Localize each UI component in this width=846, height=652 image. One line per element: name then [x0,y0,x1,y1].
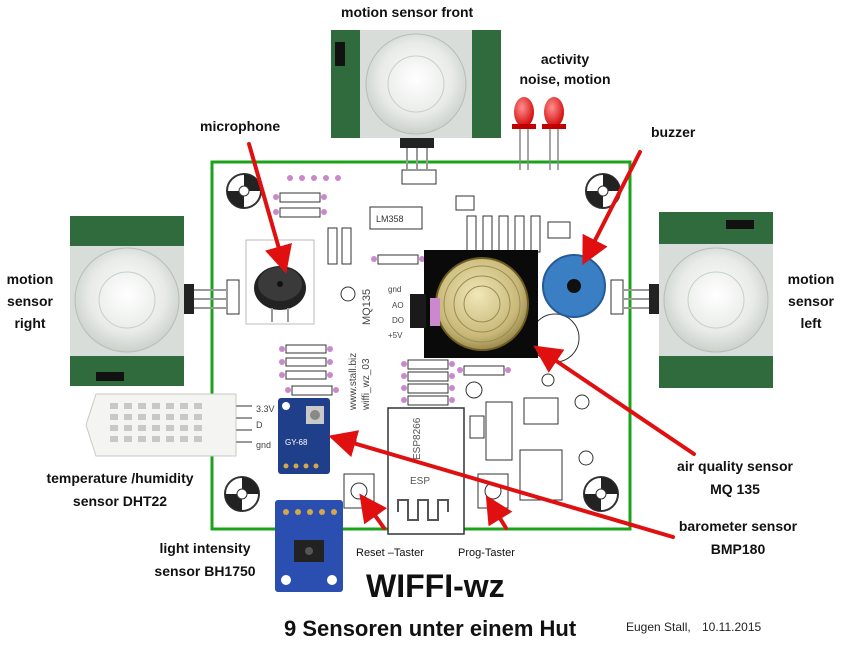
svg-text:3.3V: 3.3V [256,404,275,414]
label-motion-right-2: sensor [7,293,53,309]
label-motion-left-2: sensor [788,293,834,309]
label-light-1: light intensity [159,540,251,556]
arrow-microphone [247,142,292,274]
dht22-sensor [85,393,252,457]
dht-pin-labels: 3.3V D gnd [256,404,275,450]
label-motion-left-1: motion [787,271,835,287]
diode-group [455,195,485,439]
led-activity-1 [512,97,536,170]
led-activity-2 [542,97,566,170]
label-activity-1: activity [540,51,590,67]
bmp180-board [278,398,330,474]
header-j2 [401,169,437,185]
header-j1 [610,279,624,315]
esp-short-label: ESP [410,476,430,487]
capacitor-c1 [530,313,580,363]
label-activity-2: noise, motion [519,71,611,87]
pir-sensor-front [331,30,501,170]
label-motion-left-3: left [800,315,822,331]
mounting-hole [224,476,260,512]
label-temp-1: temperature /humidity [46,470,194,486]
transistor-t5 [547,221,571,239]
svg-text:gnd: gnd [388,285,401,294]
esp-antenna-trace [397,499,449,521]
ic-lm358 [369,206,423,230]
mq-pin-labels: gnd AO DO +5V [388,285,404,340]
capacitor-group [340,286,594,466]
label-motion-right-1: motion [6,271,54,287]
svg-text:AO: AO [392,301,404,310]
ic2-regulator [523,397,559,425]
pir-sensor-right [70,216,226,386]
label-prog: Prog-Taster [458,547,515,559]
buzzer-component [542,254,606,318]
label-buzzer: buzzer [651,124,696,140]
arrow-air-quality [533,345,696,456]
resistor-group [279,192,505,406]
arrow-reset [359,493,388,530]
svg-text:gnd: gnd [256,440,271,450]
label-baro-1: barometer sensor [678,518,798,534]
label-air-2: MQ 135 [710,481,760,497]
pir-sensor-left [623,212,773,388]
credit-date: 10.11.2015 [702,620,762,634]
annotation-arrows [247,142,696,539]
arrow-prog [485,495,513,530]
header-jp6 [485,401,513,461]
arrow-buzzer [582,150,642,266]
bh1750-board [275,500,343,592]
page-title: WIFFI-wz [366,568,505,604]
svg-text:DO: DO [392,316,404,325]
label-air-1: air quality sensor [677,458,793,474]
label-baro-2: BMP180 [710,541,766,557]
mounting-hole [583,476,619,512]
label-light-2: sensor BH1750 [154,563,256,579]
esp-label: ESP8266 [412,417,423,460]
website-text: www.stall.biz [348,353,359,411]
solder-pads [273,175,511,403]
label-motion-right-3: right [14,315,46,331]
label-temp-2: sensor DHT22 [72,493,168,509]
mounting-hole [226,173,262,209]
mq-silk-label: MQ135 [361,289,373,325]
svg-text:D: D [256,420,263,430]
page-subtitle: 9 Sensoren unter einem Hut [284,616,577,641]
board-name-text: wiffi_wz_03 [361,358,372,411]
switch-s1 [343,473,375,509]
credit-author: Eugen Stall, [626,620,691,634]
bmp-board-text: GY-68 [285,438,308,447]
label-reset: Reset –Taster [356,547,424,559]
mq135-module [410,250,538,358]
arrow-barometer [328,430,675,539]
ic-label: LM358 [376,214,404,224]
label-motion-front: motion sensor front [341,4,474,20]
svg-text:+5V: +5V [388,331,403,340]
header-j3 [226,279,240,315]
resistor-group [327,215,541,265]
label-microphone: microphone [200,118,281,134]
